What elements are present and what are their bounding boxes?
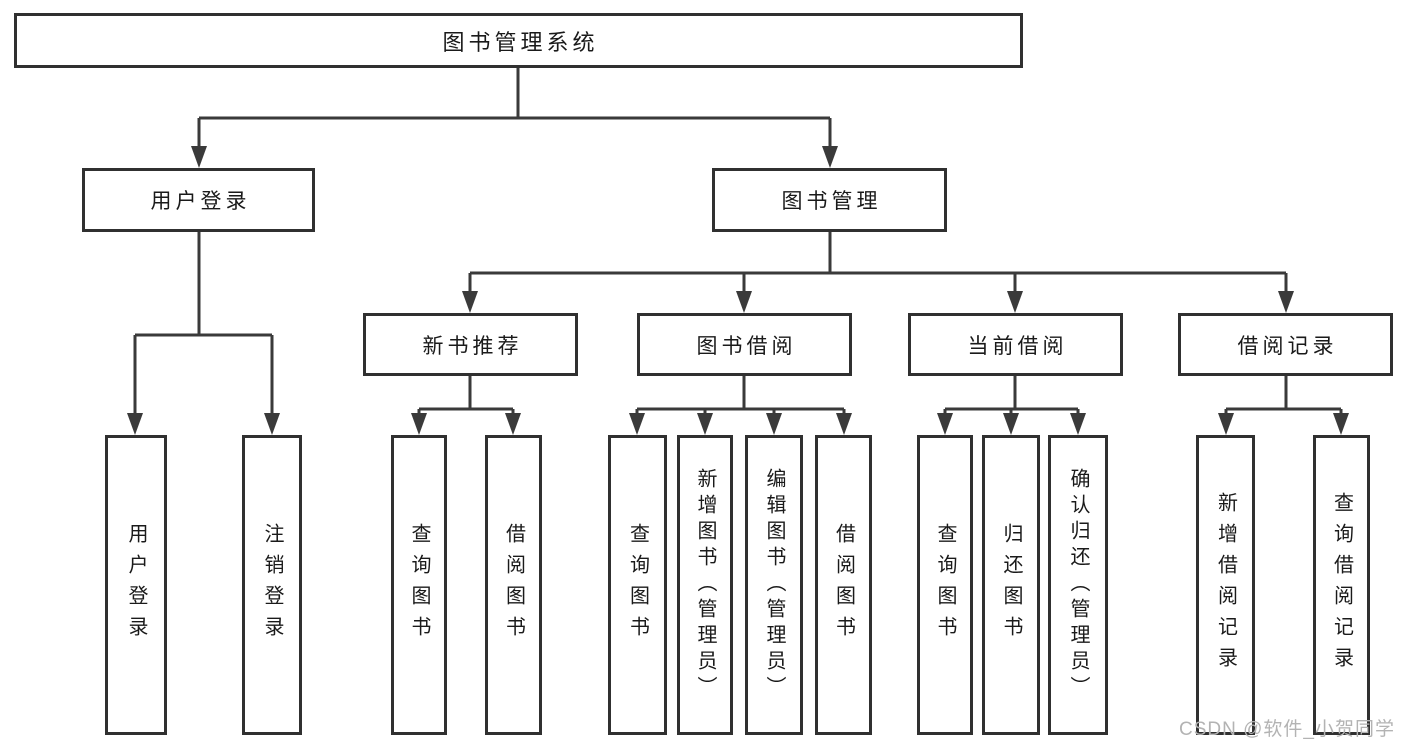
node-label: 图书管理 [781, 190, 882, 213]
leaf-logout: 注销登录 [242, 435, 302, 735]
arrowhead [191, 146, 207, 168]
node-label: 查询图书 [408, 523, 430, 647]
node-label: 借阅记录 [1237, 334, 1338, 358]
arrowhead [937, 413, 953, 435]
leaf-add-borrow-record: 新增借阅记录 [1196, 435, 1255, 735]
node-current-borrow: 当前借阅 [908, 313, 1123, 376]
leaf-user-login: 用户登录 [105, 435, 167, 735]
arrowhead [1003, 413, 1019, 435]
connector-new-book-recommend-children [417, 376, 515, 420]
arrowhead [1070, 413, 1086, 435]
leaf-borrow-book: 借阅图书 [815, 435, 872, 735]
connector-borrow-record-children [1224, 376, 1343, 420]
node-label: 用户登录 [125, 523, 147, 647]
arrowhead [505, 413, 521, 435]
node-borrow-record: 借阅记录 [1178, 313, 1393, 376]
node-label: 新书推荐 [422, 334, 523, 358]
arrowhead [264, 413, 280, 435]
node-label: 图书借阅 [696, 334, 797, 358]
leaf-edit-book-admin: 编辑图书（管理员） [745, 435, 803, 735]
node-label: 查询图书 [626, 523, 649, 647]
node-label: 查询图书 [934, 523, 956, 647]
node-label: 借阅图书 [832, 523, 855, 647]
arrowhead [822, 146, 838, 168]
node-label: 借阅图书 [502, 523, 525, 647]
node-book-management: 图书管理 [712, 168, 947, 232]
leaf-add-book-admin: 新增图书（管理员） [677, 435, 733, 735]
node-book-borrow: 图书借阅 [637, 313, 852, 376]
arrowhead [836, 413, 852, 435]
arrowhead [1218, 413, 1234, 435]
leaf-return-book: 归还图书 [982, 435, 1040, 735]
leaf-confirm-return-admin: 确认归还（管理员） [1048, 435, 1108, 735]
node-new-book-recommend: 新书推荐 [363, 313, 578, 376]
connector-book-borrow-children [635, 376, 846, 420]
node-user-login: 用户登录 [82, 168, 315, 232]
leaf-query-book-current: 查询图书 [917, 435, 973, 735]
arrowhead [697, 413, 713, 435]
arrowhead [766, 413, 782, 435]
node-label: 新增图书（管理员） [694, 468, 716, 702]
node-label: 图书管理系统 [442, 29, 599, 55]
leaf-query-book-recommend: 查询图书 [391, 435, 447, 735]
leaf-borrow-book-recommend: 借阅图书 [485, 435, 542, 735]
arrowhead [411, 413, 427, 435]
node-library-management-system: 图书管理系统 [14, 13, 1023, 68]
connector-root-to-level1 [197, 68, 832, 152]
arrowhead [736, 291, 752, 313]
node-label: 编辑图书（管理员） [763, 468, 785, 702]
arrowhead [1333, 413, 1349, 435]
arrowhead [127, 413, 143, 435]
arrowhead [1007, 291, 1023, 313]
node-label: 归还图书 [1000, 523, 1022, 647]
connector-user-login-children [133, 232, 274, 420]
node-label: 当前借阅 [967, 334, 1068, 358]
arrowhead [1278, 291, 1294, 313]
watermark: CSDN @软件_小贺同学 [1179, 719, 1395, 740]
arrowhead [462, 291, 478, 313]
arrowhead [629, 413, 645, 435]
connector-book-management-children [468, 232, 1288, 297]
node-label: 查询借阅记录 [1330, 492, 1353, 678]
leaf-query-borrow-record: 查询借阅记录 [1313, 435, 1370, 735]
node-label: 确认归还（管理员） [1067, 468, 1089, 702]
leaf-query-book-borrow: 查询图书 [608, 435, 667, 735]
node-label: 注销登录 [261, 523, 283, 647]
node-label: 用户登录 [150, 190, 251, 213]
node-label: 新增借阅记录 [1214, 492, 1237, 678]
